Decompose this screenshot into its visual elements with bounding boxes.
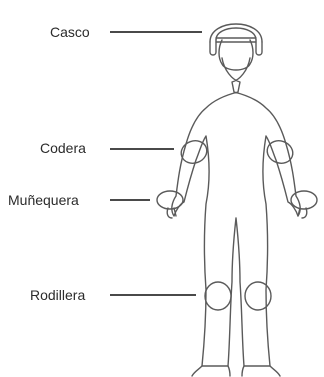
body-outline xyxy=(172,58,300,366)
helmet xyxy=(210,24,262,55)
right-foot xyxy=(242,366,280,376)
left-foot xyxy=(192,366,230,376)
right-wrist-guard xyxy=(291,191,317,209)
right-knee-pad xyxy=(245,282,271,310)
left-knee-pad xyxy=(205,282,231,310)
left-elbow-pad xyxy=(178,137,210,167)
left-wrist-guard xyxy=(157,191,183,209)
